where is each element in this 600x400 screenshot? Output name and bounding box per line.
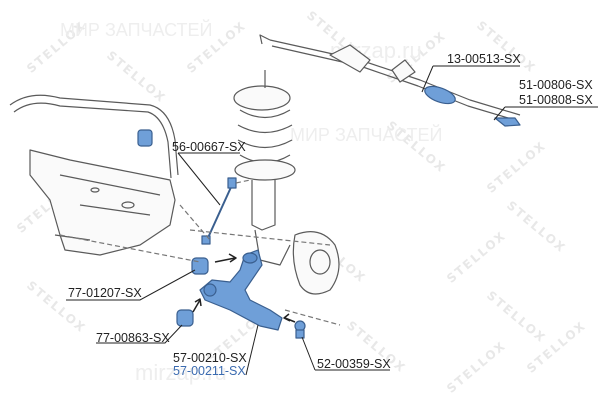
label-rear-bushing: 77-01207-SX bbox=[68, 286, 142, 300]
knuckle-drawing bbox=[292, 231, 340, 295]
label-front-bushing: 77-00863-SX bbox=[96, 331, 170, 345]
steering-rack-drawing bbox=[259, 34, 521, 127]
label-stabilizer-link: 56-00667-SX bbox=[172, 140, 246, 154]
ball-joint-drawing bbox=[294, 320, 306, 339]
strut-drawing bbox=[233, 70, 296, 266]
control-arm-drawing bbox=[199, 249, 283, 331]
stabilizer-bar-drawing bbox=[9, 94, 179, 179]
subframe-drawing bbox=[29, 149, 176, 256]
assembly-arrows bbox=[192, 253, 296, 323]
bushing-drawing bbox=[176, 257, 209, 327]
label-steering-rack: 13-00513-SX bbox=[447, 52, 521, 66]
label-control-arm-1: 57-00210-SX bbox=[173, 351, 247, 365]
label-control-arm-2: 57-00211-SX bbox=[173, 364, 246, 378]
leader-lines bbox=[66, 65, 598, 376]
label-tie-rod-end-1: 51-00806-SX bbox=[519, 78, 593, 92]
label-ball-joint: 52-00359-SX bbox=[317, 357, 391, 371]
assembly-dashes bbox=[59, 179, 341, 326]
label-tie-rod-end-2: 51-00808-SX bbox=[519, 93, 593, 107]
stabilizer-bushing bbox=[137, 129, 153, 147]
